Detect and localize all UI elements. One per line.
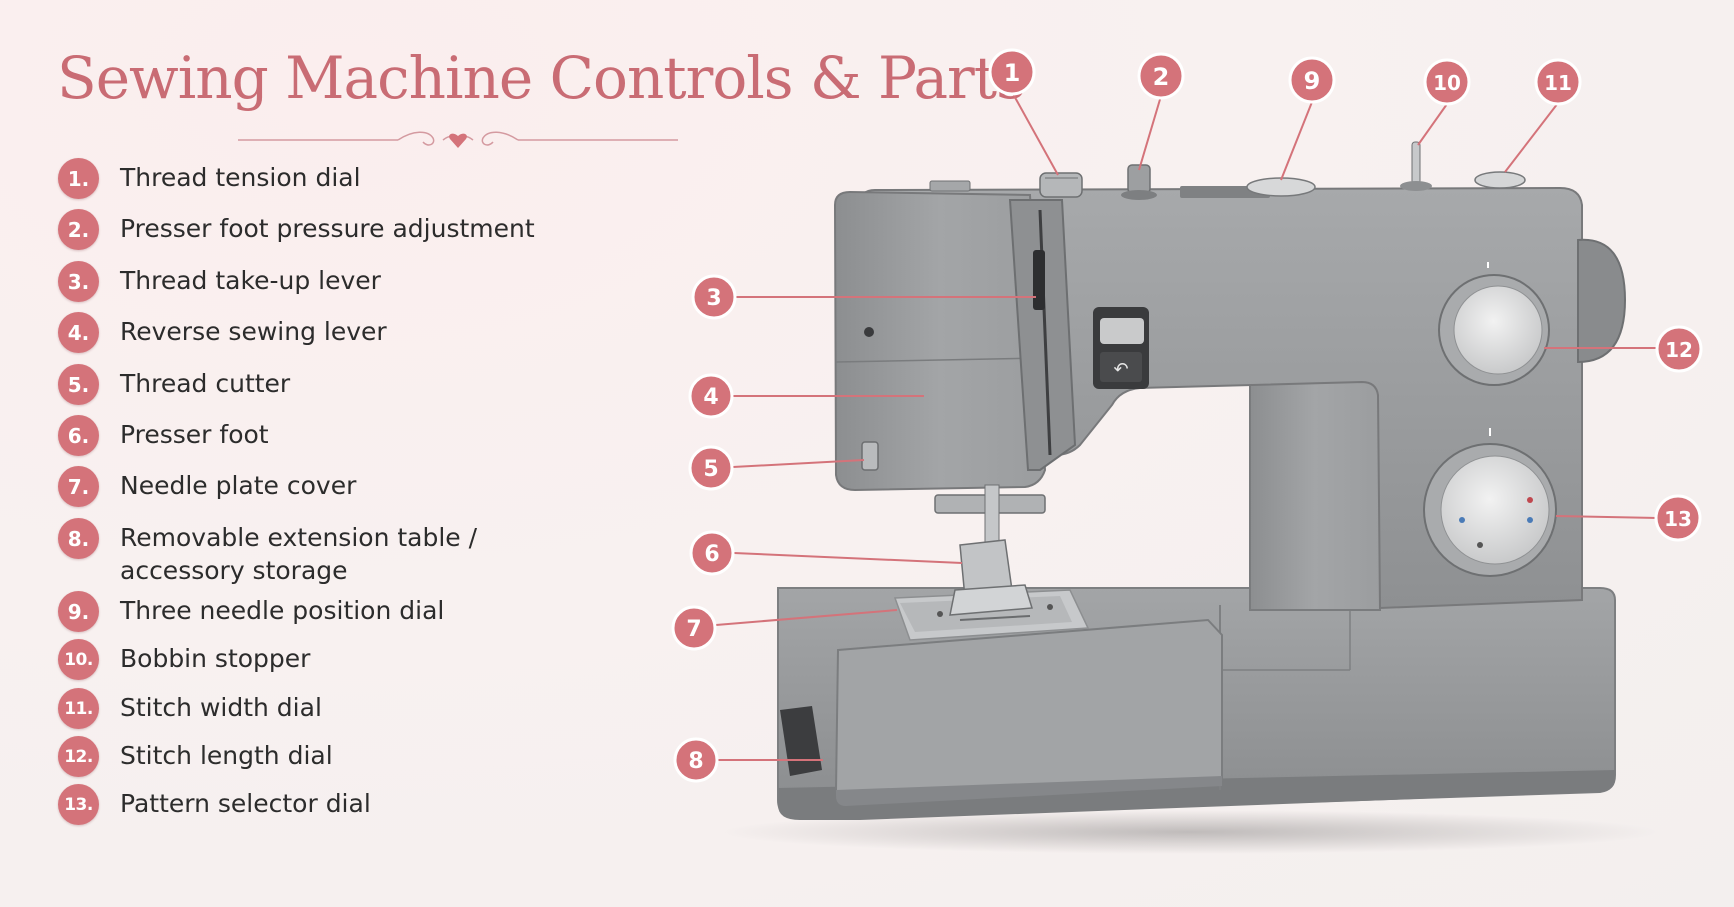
leader-line-2 <box>1138 95 1162 171</box>
callout-6: 6 <box>689 530 735 576</box>
legend-label-7: Needle plate cover <box>120 471 357 500</box>
callout-label-4: 4 <box>703 385 718 410</box>
callout-4: 4 <box>688 373 734 419</box>
callout-label-10: 10 <box>1433 71 1461 95</box>
legend-number-1: 1. <box>58 158 99 199</box>
legend-item-8: 8. Removable extension table / accessory… <box>58 518 590 587</box>
leader-line-13 <box>1555 515 1658 519</box>
legend-item-2: 2. Presser foot pressure adjustment <box>58 209 590 250</box>
callout-10: 10 <box>1423 58 1471 106</box>
callout-label-1: 1 <box>1004 59 1021 87</box>
callout-13: 13 <box>1654 494 1702 542</box>
callout-1: 1 <box>988 48 1036 96</box>
callout-label-13: 13 <box>1664 507 1692 531</box>
callout-label-6: 6 <box>704 542 719 567</box>
callout-label-7: 7 <box>686 617 701 642</box>
legend-number-3: 3. <box>58 261 99 302</box>
legend-item-11: 11. Stitch width dial <box>58 688 590 729</box>
machine-pillar <box>1249 358 1381 611</box>
legend-item-3: 3. Thread take-up lever <box>58 261 590 302</box>
storage-handle <box>780 706 822 776</box>
leader-line-9 <box>1280 101 1313 181</box>
callout-5: 5 <box>688 445 734 491</box>
legend-label-10: Bobbin stopper <box>120 644 311 673</box>
callout-7: 7 <box>671 605 717 651</box>
hand-wheel <box>1577 238 1627 364</box>
leader-line-5 <box>732 459 865 468</box>
legend-label-2: Presser foot pressure adjustment <box>120 214 535 243</box>
callout-label-9: 9 <box>1304 67 1321 95</box>
machine-head <box>833 190 1047 492</box>
legend-item-1: 1. Thread tension dial <box>58 158 590 199</box>
callout-label-5: 5 <box>703 457 718 482</box>
callout-2: 2 <box>1137 52 1185 100</box>
legend-label-13: Pattern selector dial <box>120 789 371 818</box>
callout-label-12: 12 <box>1665 338 1693 362</box>
legend-item-10: 10. Bobbin stopper <box>58 639 590 680</box>
legend-number-11: 11. <box>58 688 99 729</box>
legend-label-8: Removable extension table / accessory st… <box>120 523 478 585</box>
legend-label-11: Stitch width dial <box>120 693 322 722</box>
legend-number-12: 12. <box>58 736 99 777</box>
legend-label-4: Reverse sewing lever <box>120 317 387 346</box>
top-controls <box>929 141 1526 200</box>
legend-number-8: 8. <box>58 518 99 559</box>
legend-label-12: Stitch length dial <box>120 741 333 770</box>
callout-8: 8 <box>673 737 719 783</box>
leader-line-7 <box>715 609 898 626</box>
legend-number-4: 4. <box>58 312 99 353</box>
pattern-selector-dial <box>1423 428 1557 577</box>
legend-number-13: 13. <box>58 784 99 825</box>
leader-line-11 <box>1504 102 1559 173</box>
legend-number-6: 6. <box>58 415 99 456</box>
machine-shadow <box>720 810 1660 854</box>
legend-item-13: 13. Pattern selector dial <box>58 784 590 825</box>
legend-number-10: 10. <box>58 639 99 680</box>
leader-line-1 <box>1011 91 1059 176</box>
leader-line-10 <box>1417 103 1448 146</box>
take-up-lever <box>1033 250 1045 310</box>
callout-3: 3 <box>691 274 737 320</box>
tension-dial <box>1039 172 1083 198</box>
svg-text:↶: ↶ <box>1113 359 1128 380</box>
legend-label-9: Three needle position dial <box>120 596 445 625</box>
reverse-lever: ↶ <box>1093 307 1149 389</box>
stitch-length-dial <box>1438 262 1550 386</box>
legend-item-7: 7. Needle plate cover <box>58 466 590 507</box>
thread-channel <box>1008 199 1077 471</box>
bobbin-stopper <box>1411 141 1421 185</box>
extension-table <box>780 618 1223 806</box>
callout-label-2: 2 <box>1153 63 1170 91</box>
callout-label-3: 3 <box>706 286 721 311</box>
needle-position-dial <box>1246 177 1316 197</box>
callout-label-11: 11 <box>1544 71 1572 95</box>
title-divider <box>238 131 678 148</box>
callout-12: 12 <box>1655 325 1703 373</box>
heart-icon <box>449 133 467 148</box>
legend-number-9: 9. <box>58 591 99 632</box>
legend-item-5: 5. Thread cutter <box>58 364 590 405</box>
legend-number-5: 5. <box>58 364 99 405</box>
leader-lines <box>715 91 1658 761</box>
head-screw <box>864 327 874 337</box>
legend-label-6: Presser foot <box>120 420 269 449</box>
presser-foot-assembly <box>934 484 1046 616</box>
legend-label-1: Thread tension dial <box>120 163 361 192</box>
callout-9: 9 <box>1288 56 1336 104</box>
callout-label-8: 8 <box>688 749 703 774</box>
legend-item-9: 9. Three needle position dial <box>58 591 590 632</box>
legend-item-12: 12. Stitch length dial <box>58 736 590 777</box>
stitch-width-dial <box>1474 171 1526 189</box>
leader-line-6 <box>733 552 963 564</box>
page-title: Sewing Machine Controls & Parts <box>57 44 1026 112</box>
legend-number-7: 7. <box>58 466 99 507</box>
thread-cutter <box>861 441 879 471</box>
legend-label-3: Thread take-up lever <box>120 266 381 295</box>
legend-label-5: Thread cutter <box>120 369 291 398</box>
legend-item-6: 6. Presser foot <box>58 415 590 456</box>
callout-11: 11 <box>1534 58 1582 106</box>
legend-item-4: 4. Reverse sewing lever <box>58 312 590 353</box>
legend-number-2: 2. <box>58 209 99 250</box>
